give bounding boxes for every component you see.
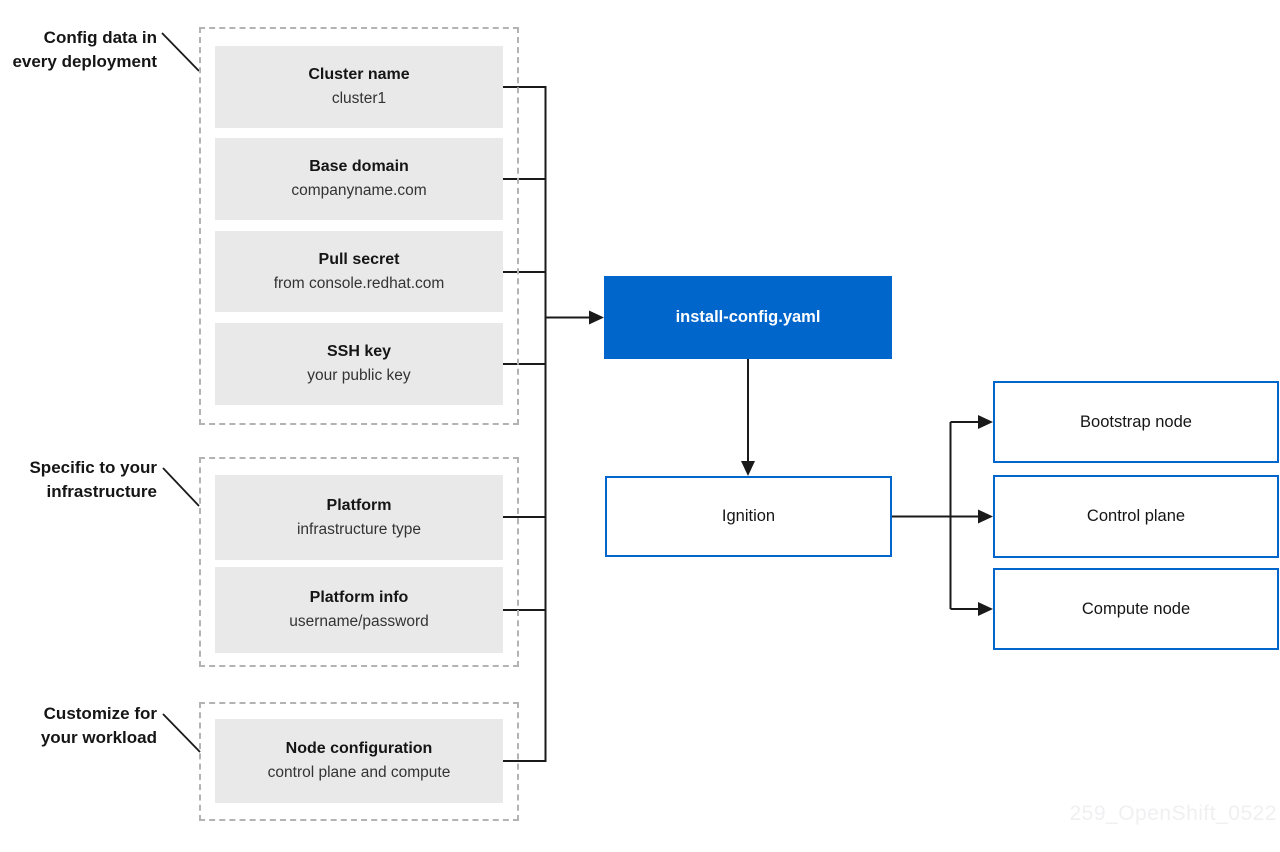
box-node-configuration: Node configuration control plane and com… [215, 719, 503, 803]
box-title: Platform [326, 496, 392, 514]
left-stub-lines [503, 86, 979, 762]
box-subtitle: username/password [289, 613, 429, 630]
annotation-line: your workload [40, 728, 157, 747]
group-config-data [199, 27, 519, 425]
box-install-config-yaml: install-config.yaml [604, 276, 892, 359]
box-bootstrap-node: Bootstrap node [993, 381, 1279, 463]
bootstrap-node-label: Bootstrap node [1080, 412, 1192, 431]
annotation-line: infrastructure [46, 482, 157, 501]
box-subtitle: from console.redhat.com [273, 274, 445, 292]
box-title: Pull secret [318, 250, 400, 268]
annotation-customize-workload: Customize for your workload [0, 702, 157, 750]
box-ssh-key: SSH key your public key [215, 323, 503, 405]
control-plane-label: Control plane [1086, 507, 1186, 525]
annotation-line: Specific to your [29, 458, 157, 477]
box-subtitle: your public key [307, 367, 411, 384]
box-platform-info: Platform info username/password [215, 567, 503, 653]
box-compute-node: Compute node [993, 568, 1279, 650]
group-infrastructure [199, 457, 519, 667]
box-title: Node configuration [285, 740, 433, 757]
group-workload [199, 702, 519, 821]
ignition-label: Ignition [721, 507, 776, 525]
compute-node-label: Compute node [1081, 599, 1191, 618]
box-pull-secret: Pull secret from console.redhat.com [215, 231, 503, 312]
annotation-config-data: Config data in every deployment [0, 26, 157, 74]
box-subtitle: control plane and compute [267, 764, 451, 781]
box-base-domain: Base domain companyname.com [215, 138, 503, 220]
annotation-pointer-lines [161, 32, 201, 753]
box-title: Base domain [309, 158, 409, 175]
box-subtitle: cluster1 [331, 90, 387, 107]
box-title: Platform info [309, 589, 409, 606]
box-cluster-name: Cluster name cluster1 [215, 46, 503, 128]
annotation-line: every deployment [12, 52, 157, 71]
box-title: SSH key [326, 343, 392, 360]
box-ignition: Ignition [605, 476, 892, 557]
box-control-plane: Control plane [993, 475, 1279, 558]
annotation-specific-infrastructure: Specific to your infrastructure [0, 456, 157, 504]
box-title: Cluster name [308, 66, 410, 83]
box-platform: Platform infrastructure type [215, 475, 503, 560]
box-subtitle: infrastructure type [296, 520, 422, 538]
watermark-text: 259_OpenShift_0522 [1069, 802, 1277, 825]
annotation-line: Customize for [43, 704, 157, 723]
install-config-label: install-config.yaml [675, 308, 821, 326]
box-subtitle: companyname.com [291, 182, 427, 199]
annotation-line: Config data in [43, 28, 157, 47]
